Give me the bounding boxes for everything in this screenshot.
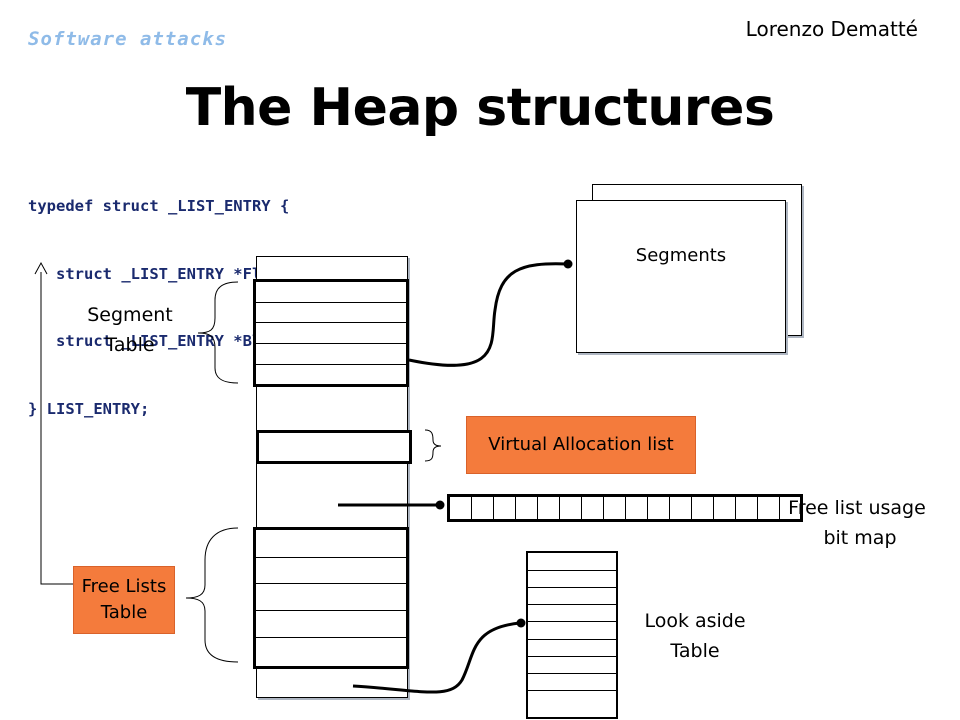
look-aside-connector-dot [516,618,526,628]
free-lists-table [253,527,409,669]
segment-box-front: Segments [576,200,786,353]
look-aside-label-line1: Look aside [644,610,746,632]
free-list-bitmap-label: Free list usage bit map [782,493,932,553]
segment-table-label-line2: Table [105,334,155,356]
segment-table-label-line1: Segment [87,304,173,326]
look-aside-table [526,551,618,719]
free-lists-table-box: Free Lists Table [73,566,175,634]
segment-table-label: Segment Table [70,300,190,360]
segments-label: Segments [635,245,727,266]
topic-header: Software attacks [28,28,228,50]
free-lists-brace [185,527,239,663]
free-lists-label-line2: Table [100,602,148,623]
segment-table [253,279,409,387]
virtual-allocation-list-box: Virtual Allocation list [466,416,696,474]
segment-connector [408,262,569,367]
slide-title: The Heap structures [185,78,775,138]
free-list-bitmap [447,494,803,522]
free-lists-label-line1: Free Lists [81,576,167,597]
bitmap-connector-dot [435,500,445,510]
segment-connector-dot [563,259,573,269]
look-aside-label-line2: Table [670,640,720,662]
free-list-bitmap-label-line1: Free list usage [788,497,926,519]
virtual-allocation-label: Virtual Allocation list [488,434,674,455]
virtual-allocation-brace [424,429,442,462]
free-list-bitmap-label-line2: bit map [823,527,897,549]
look-aside-label: Look aside Table [630,606,760,666]
virtual-allocation-entry [256,430,412,464]
author-name: Lorenzo Dematté [745,17,918,41]
code-line: typedef struct _LIST_ENTRY { [28,197,290,215]
